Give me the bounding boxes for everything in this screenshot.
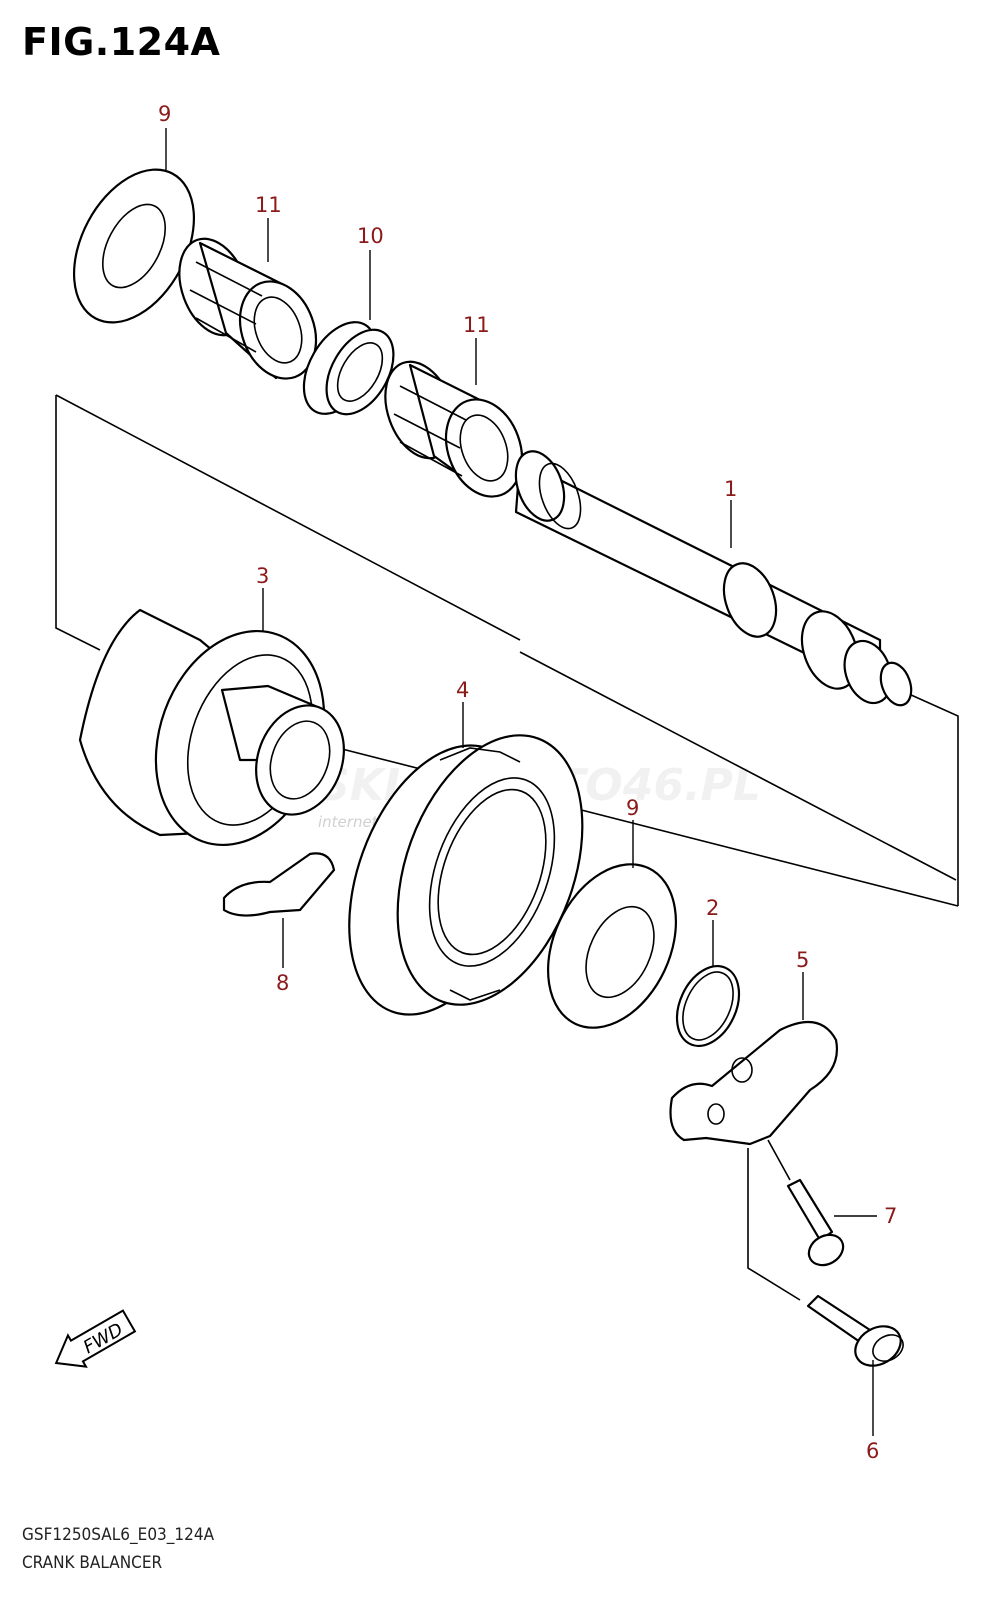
callout-6: 6 (866, 1439, 879, 1463)
clamp-bracket-part-5 (669, 1020, 838, 1146)
balancer-gear-part-4 (348, 734, 584, 1016)
balancer-shaft-part-1 (514, 450, 913, 707)
bolt-part-7 (786, 1178, 845, 1267)
callout-5: 5 (796, 948, 809, 972)
group-name: CRANK BALANCER (22, 1553, 163, 1573)
spacer-ring-part-10 (302, 321, 395, 416)
callout-7: 7 (884, 1204, 897, 1228)
model-code: GSF1250SAL6_E03_124A (22, 1525, 215, 1545)
callout-11-upper: 11 (255, 193, 282, 217)
bolt-assembly-line (747, 1148, 801, 1301)
bolt-part-6 (806, 1294, 904, 1367)
o-ring-part-2 (675, 965, 741, 1047)
fwd-arrow-icon: FWD (54, 1309, 137, 1368)
callout-4: 4 (456, 678, 469, 702)
callout-leaders (165, 128, 877, 1436)
callout-9-top: 9 (158, 102, 171, 126)
washer-part-9-lower (546, 863, 678, 1029)
callout-9-lower: 9 (626, 796, 639, 820)
key-part-8 (222, 852, 336, 917)
needle-bearing-part-11-lower (384, 360, 524, 498)
callout-11-lower: 11 (463, 313, 490, 337)
callout-1: 1 (724, 477, 737, 501)
bolt-7-assembly-line (767, 1139, 791, 1181)
callout-8: 8 (276, 971, 289, 995)
callout-3: 3 (256, 564, 269, 588)
gear-hub-part-3 (78, 608, 345, 847)
callout-labels: 9 11 10 11 1 3 4 9 2 5 8 7 6 (158, 102, 897, 1463)
callout-2: 2 (706, 896, 719, 920)
callout-10: 10 (357, 224, 384, 248)
needle-bearing-part-11-upper (178, 237, 318, 380)
figure-title: FIG.124A (22, 20, 221, 64)
